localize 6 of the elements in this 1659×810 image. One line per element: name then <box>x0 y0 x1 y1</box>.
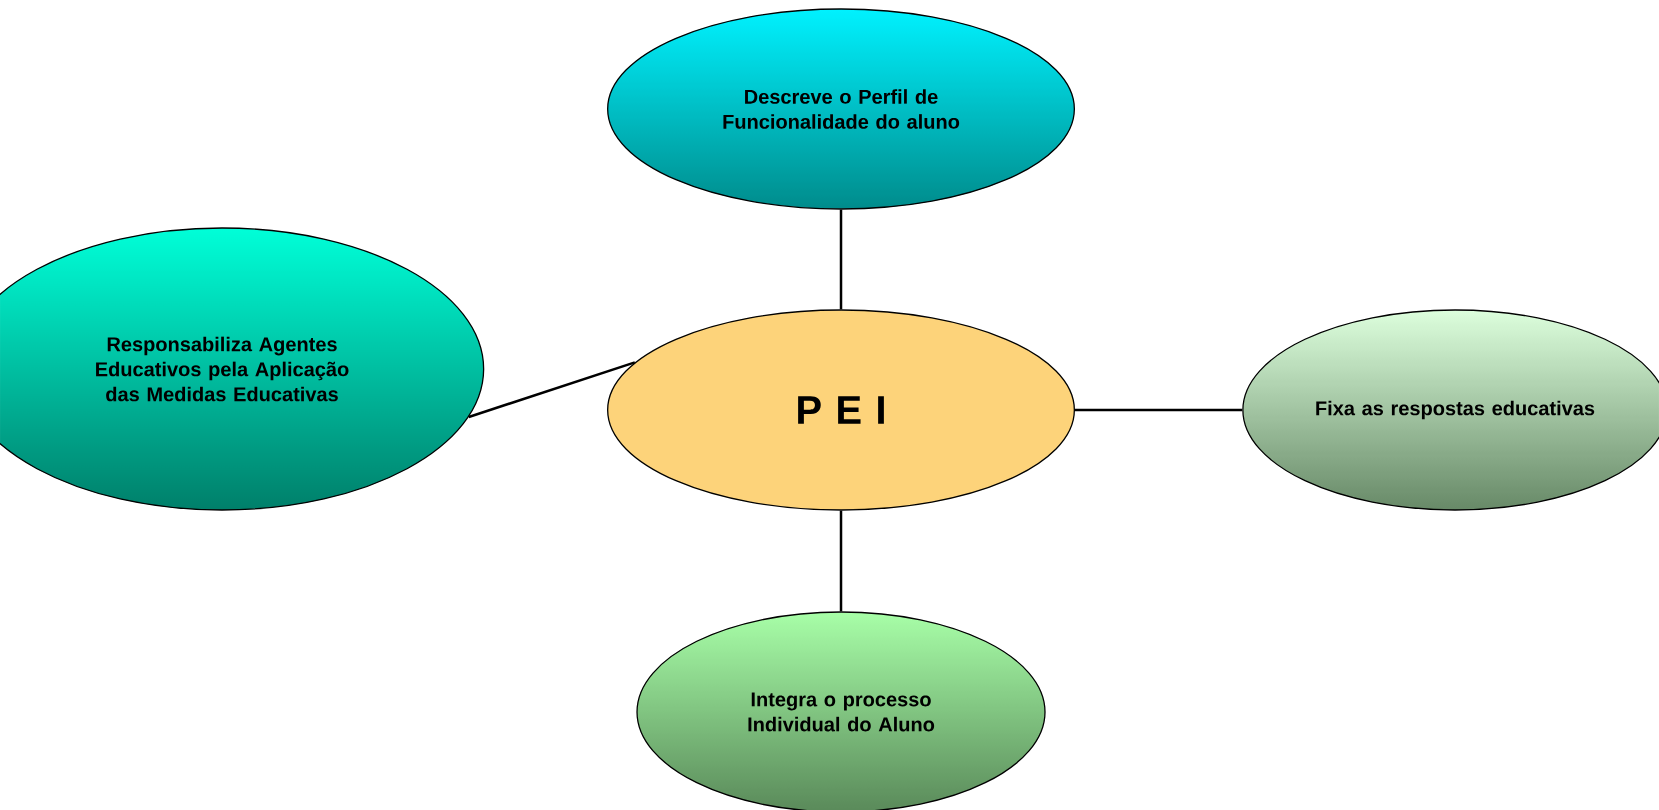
ellipse-node: P E I <box>607 309 1075 511</box>
connector-line <box>468 361 636 419</box>
connector-line <box>1075 408 1243 412</box>
connector-line <box>839 209 843 310</box>
connector-line <box>839 510 843 612</box>
ellipse-node: Descreve o Perfil de Funcionalidade do aluno <box>607 8 1075 210</box>
